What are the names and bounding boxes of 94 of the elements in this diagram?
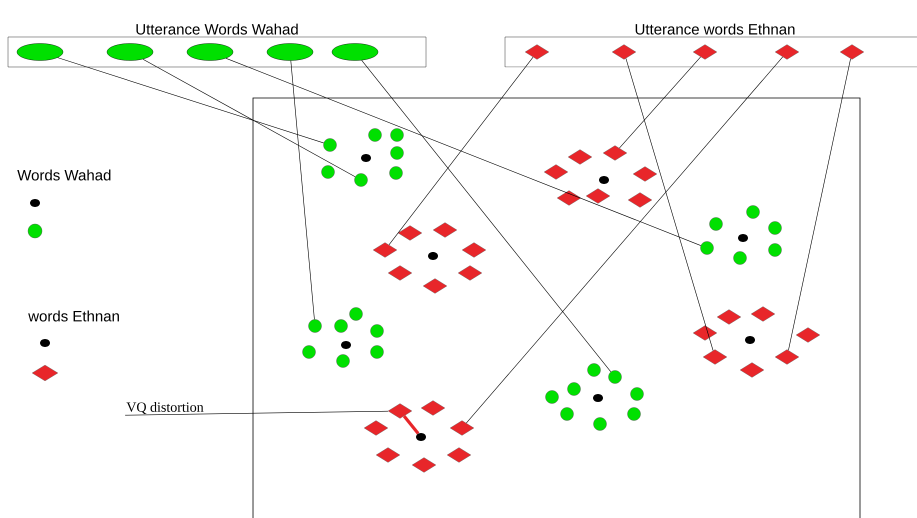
data-point [568, 149, 592, 165]
connector-line [290, 60, 315, 320]
data-point [556, 190, 582, 206]
centroid-dot [341, 341, 351, 349]
data-point [412, 457, 436, 473]
data-point [368, 128, 382, 142]
data-point [321, 165, 335, 179]
data-point [709, 217, 723, 231]
centroid-dot [738, 234, 748, 242]
data-point [372, 242, 398, 258]
centroid-dot [593, 394, 603, 402]
data-point [545, 390, 559, 404]
data-point [630, 387, 644, 401]
connector-line [788, 58, 851, 350]
node-label: Utterance Words Wahad [136, 24, 298, 35]
utterance-word [266, 43, 314, 61]
data-point [768, 243, 782, 257]
data-point [524, 44, 550, 60]
data-point [302, 345, 316, 359]
connector-line [626, 58, 714, 351]
data-point [774, 349, 800, 365]
data-point [388, 403, 412, 419]
utterance-word [332, 43, 378, 61]
feature-space-frame [252, 98, 860, 518]
data-point [746, 205, 760, 219]
data-point [587, 363, 601, 377]
centroid-dot [745, 336, 755, 344]
data-point [389, 166, 403, 180]
utterance-word [16, 43, 64, 61]
data-point [308, 319, 322, 333]
utterance-word [186, 43, 234, 61]
data-point [544, 164, 568, 180]
connector-line [388, 56, 534, 246]
data-point [446, 447, 472, 463]
data-point [323, 138, 337, 152]
utterance-box: Utterance words Ethnan [504, 24, 917, 68]
data-point [336, 354, 350, 368]
data-point [768, 221, 782, 235]
data-point [354, 173, 368, 187]
data-point [398, 225, 422, 241]
legend-heading: words Ethnan [28, 310, 119, 322]
utterance-box: Utterance Words Wahad [8, 24, 426, 68]
data-point [692, 325, 718, 341]
centroid-dot [599, 176, 609, 184]
data-point [458, 265, 482, 281]
data-point [420, 400, 446, 416]
data-point [602, 145, 628, 161]
data-point [627, 407, 641, 421]
data-point [608, 370, 622, 384]
connector-line [466, 56, 783, 424]
centroid-dot [361, 154, 371, 162]
distortion-line [402, 415, 420, 434]
data-point [733, 251, 747, 265]
data-point [716, 309, 742, 325]
connector-line [226, 58, 702, 246]
data-point [750, 306, 776, 322]
data-point [334, 319, 348, 333]
leader-line [124, 410, 388, 416]
data-point [612, 44, 636, 60]
data-point [692, 44, 718, 60]
centroid-dot [428, 252, 438, 260]
data-point [462, 242, 486, 258]
data-point [370, 345, 384, 359]
data-point [376, 447, 400, 463]
data-point [370, 324, 384, 338]
data-point [702, 349, 728, 365]
connector-line [142, 58, 356, 178]
data-point [740, 362, 764, 378]
leader-label: VQ distortion [126, 402, 204, 414]
data-point [422, 278, 448, 294]
data-point [390, 128, 404, 142]
data-point [388, 265, 412, 281]
data-point [390, 146, 404, 160]
data-point [450, 420, 474, 436]
data-point [567, 382, 581, 396]
connector-line [361, 60, 612, 372]
data-point [774, 44, 800, 60]
data-point [628, 192, 652, 208]
centroid-dot [416, 433, 426, 441]
data-point [632, 166, 658, 182]
data-point [560, 407, 574, 421]
data-point [586, 188, 610, 204]
legend-heading: Words Wahad [17, 169, 110, 180]
node-label: Utterance words Ethnan [636, 24, 794, 35]
connector-line [619, 56, 701, 148]
data-point [796, 327, 820, 343]
data-point [364, 420, 388, 436]
utterance-word [106, 43, 154, 61]
data-point [593, 417, 607, 431]
connector-line [57, 57, 324, 144]
data-point [349, 307, 363, 321]
data-point [840, 44, 864, 60]
data-point [432, 222, 458, 238]
data-point [700, 241, 714, 255]
